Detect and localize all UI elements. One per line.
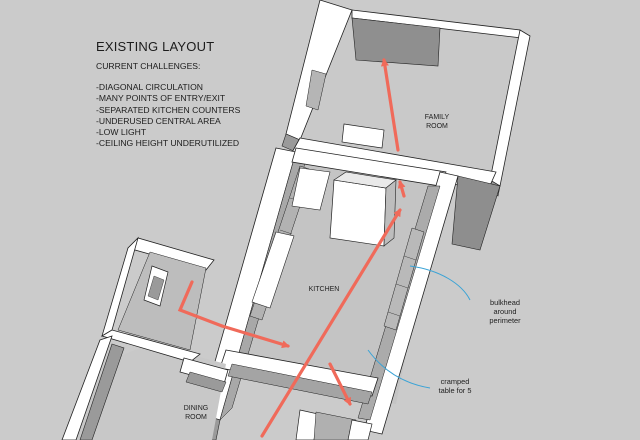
- challenge-item: -DIAGONAL CIRCULATION: [96, 82, 203, 92]
- dining-room-label: DINING ROOM: [166, 404, 226, 422]
- challenge-item: -LOW LIGHT: [96, 127, 147, 138]
- dining-room-label-line: ROOM: [185, 414, 207, 421]
- cramped-table-note-line: table for 5: [438, 386, 472, 396]
- cramped-table-note: cramped table for 5: [420, 377, 490, 395]
- family-room-label-line: FAMILY: [424, 114, 450, 121]
- arrow-kitchen-north: [397, 180, 406, 198]
- arrow-dining-to-family: [260, 208, 402, 438]
- challenge-item: -SEPARATED KITCHEN COUNTERS: [96, 104, 241, 115]
- leader-bulkhead: [409, 265, 471, 301]
- bulkhead-note: bulkhead around perimeter: [470, 298, 540, 326]
- bulkhead-note-line: bulkhead: [490, 298, 520, 307]
- cramped-table-note-line: cramped: [440, 377, 470, 386]
- challenges-heading: CURRENT CHALLENGES:: [96, 61, 201, 71]
- layout-title: EXISTING LAYOUT: [96, 39, 215, 54]
- arrow-into-family-room: [380, 58, 400, 152]
- annotation-leaders: [367, 265, 471, 389]
- bulkhead-note-line: around: [493, 307, 517, 317]
- challenge-item: -MANY POINTS OF ENTRY/EXIT: [96, 93, 226, 104]
- challenge-item: -CEILING HEIGHT UNDERUTILIZED: [96, 138, 240, 149]
- arrow-pantry-path: [177, 280, 224, 328]
- leader-table: [367, 349, 431, 389]
- bulkhead-note-line: perimeter: [489, 316, 521, 326]
- family-room-label-line: ROOM: [426, 123, 448, 130]
- circulation-arrows: [177, 58, 406, 438]
- challenges-list: -DIAGONAL CIRCULATION -MANY POINTS OF EN…: [96, 82, 240, 150]
- dining-room-label-line: DINING: [183, 405, 209, 412]
- dining-room-walls: [60, 236, 373, 440]
- challenge-item: -UNDERUSED CENTRAL AREA: [96, 115, 221, 126]
- arrow-pantry-to-kitchen: [220, 324, 290, 349]
- kitchen-label: KITCHEN: [308, 286, 340, 293]
- family-room-label: FAMILY ROOM: [407, 113, 467, 131]
- arrow-to-south-door: [328, 362, 352, 406]
